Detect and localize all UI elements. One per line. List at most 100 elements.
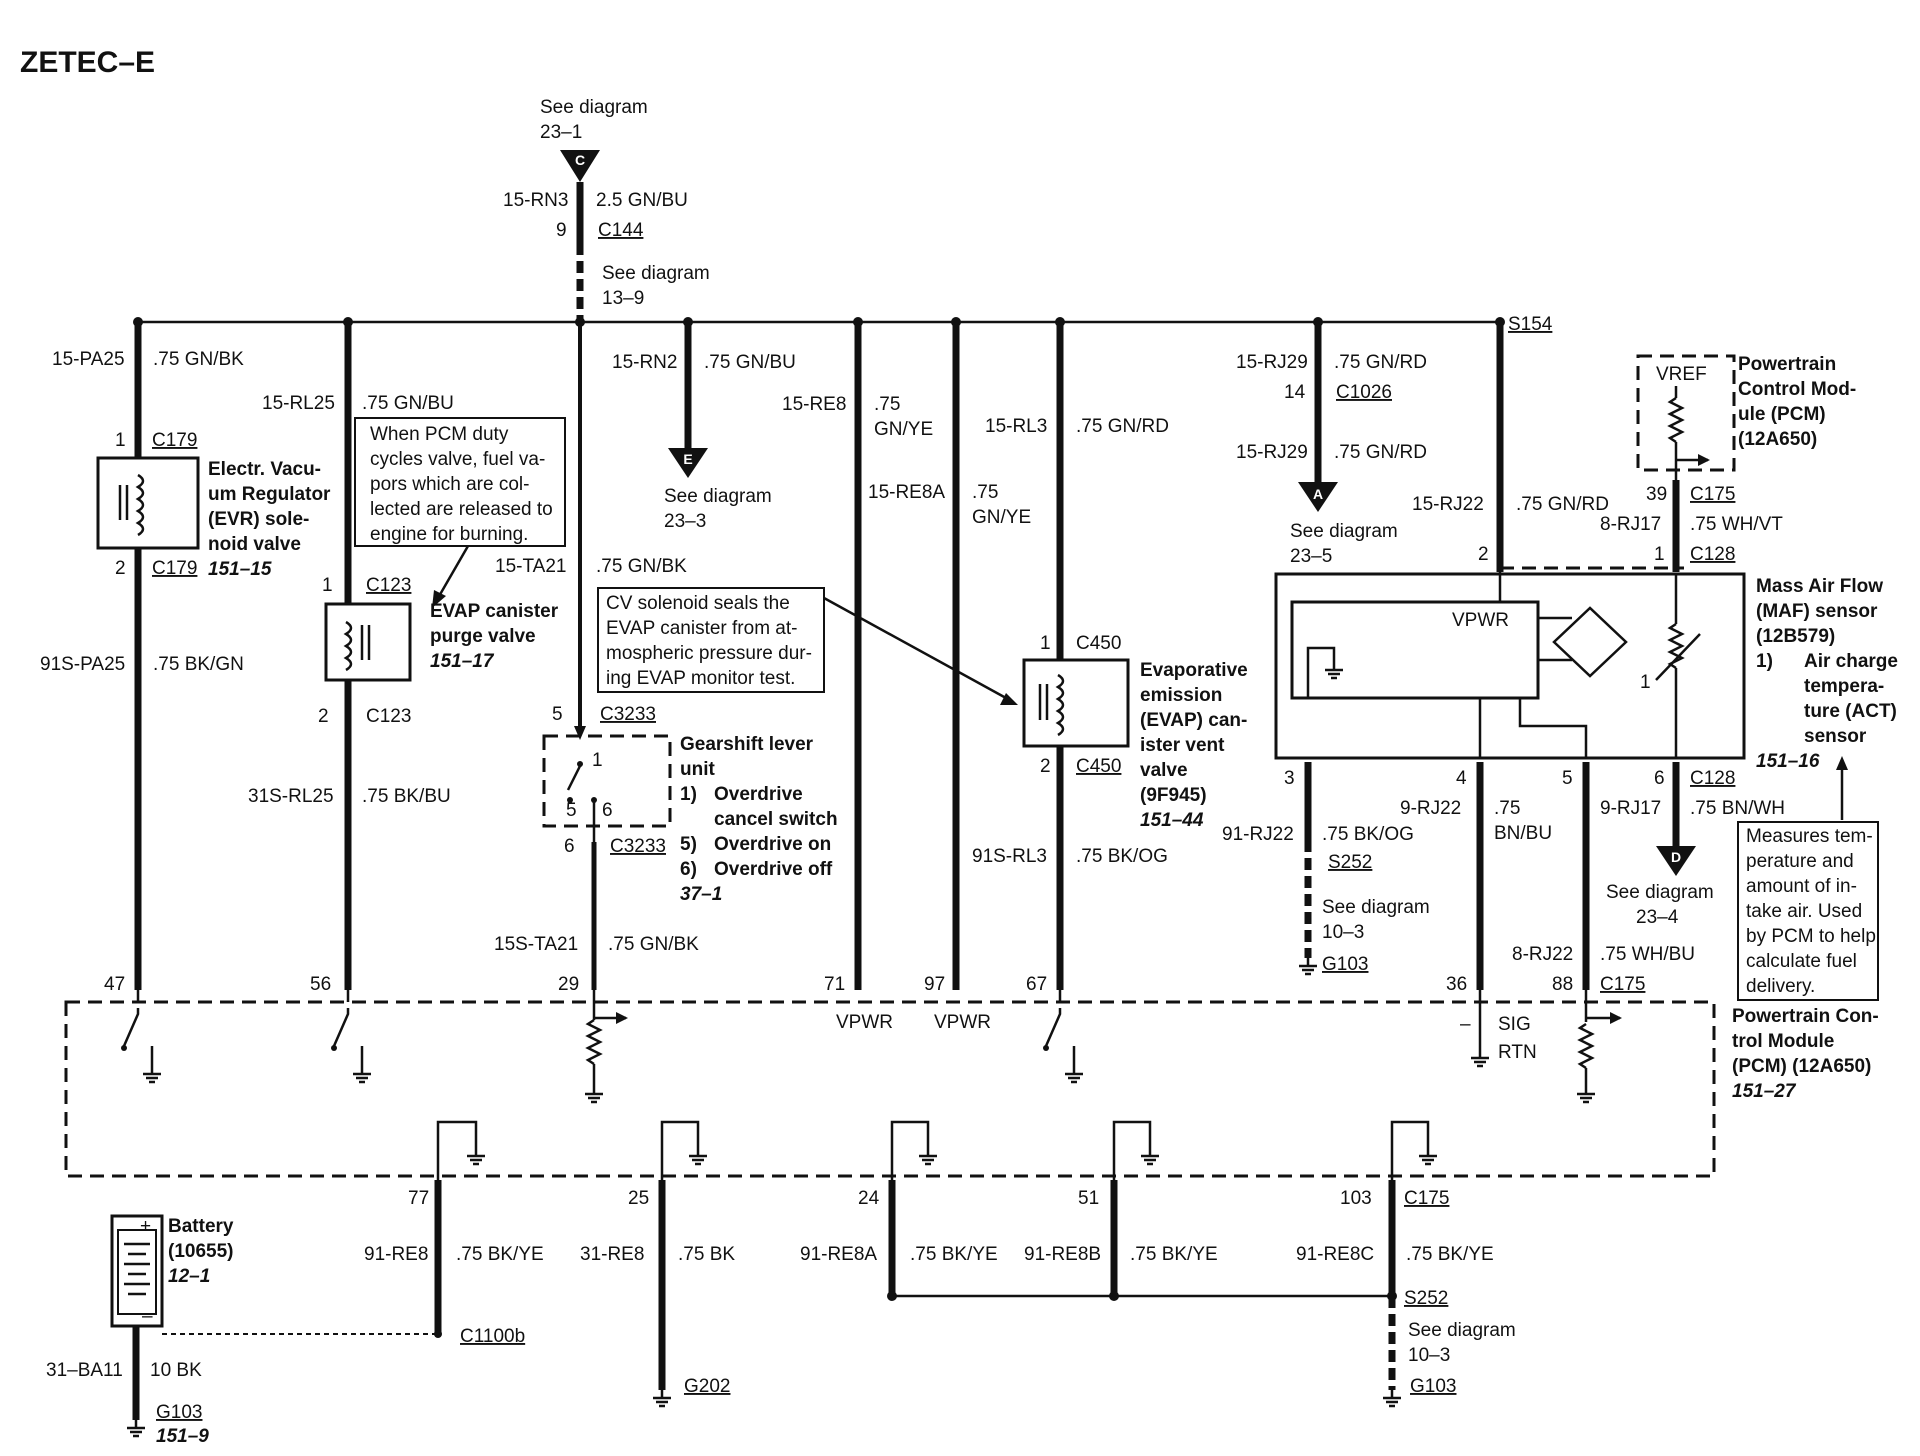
pcm-sig-label: SIG bbox=[1498, 1014, 1531, 1035]
evap-purge-coil-icon bbox=[343, 620, 371, 672]
wire-id-rj17b: 9-RJ17 bbox=[1600, 798, 1661, 819]
wire-id-rj17: 8-RJ17 bbox=[1600, 514, 1661, 535]
connector-c175-mid: C175 bbox=[1600, 974, 1645, 995]
pin-c123-2: 2 bbox=[318, 706, 329, 727]
pcm-pin-67: 67 bbox=[1026, 974, 1047, 995]
pin-c179-1: 1 bbox=[115, 430, 126, 451]
connector-c144: C144 bbox=[598, 220, 644, 241]
battery-minus-sign: – bbox=[142, 1306, 153, 1327]
ref-s252b-line1: See diagram bbox=[1408, 1320, 1516, 1341]
wire-color-re8-line2: GN/YE bbox=[874, 419, 933, 440]
pcm-pin-77: 77 bbox=[408, 1188, 429, 1209]
pcm-main-box bbox=[64, 1000, 1716, 1178]
wire-id-re8f: 91-RE8C bbox=[1296, 1244, 1374, 1265]
maf-rtn-lead bbox=[1518, 698, 1588, 758]
note-act-line6: calculate fuel bbox=[1746, 951, 1857, 972]
wire-id-ta21b: 15S-TA21 bbox=[494, 934, 578, 955]
wire-id-ba11: 31–BA11 bbox=[46, 1360, 123, 1381]
connector-c128-top: C128 bbox=[1690, 544, 1735, 565]
note-cv-solenoid-box bbox=[597, 587, 825, 693]
note-act-box bbox=[1737, 821, 1879, 1001]
note-act-line3: amount of in- bbox=[1746, 876, 1857, 897]
pcm-rtn-ground-icon bbox=[1469, 1048, 1491, 1068]
evr-name-line2: um Regulator bbox=[208, 484, 331, 505]
pcm-pin-47: 47 bbox=[104, 974, 125, 995]
maf-pin-6: 6 bbox=[1654, 768, 1665, 789]
pcm-top-name-line2: Control Mod- bbox=[1738, 379, 1856, 400]
ref-d-line2: 23–4 bbox=[1636, 907, 1679, 928]
wire-color-ta21b: .75 GN/BK bbox=[608, 934, 699, 955]
evr-solenoid-box bbox=[96, 456, 200, 550]
pin-c3233-5: 5 bbox=[552, 704, 563, 725]
wire-color-rl25b: .75 BK/BU bbox=[362, 786, 451, 807]
switch-pin-5: 5 bbox=[566, 800, 577, 821]
pin-c128-2: 2 bbox=[1478, 544, 1489, 565]
connector-c3233-bottom: C3233 bbox=[610, 836, 666, 857]
evap-purge-ref: 151–17 bbox=[430, 651, 495, 672]
maf-name-line2: (MAF) sensor bbox=[1756, 601, 1878, 622]
pin-c450-1: 1 bbox=[1040, 633, 1051, 654]
connector-a-letter: A bbox=[1313, 486, 1323, 502]
pcm-pin-51: 51 bbox=[1078, 1188, 1099, 1209]
wire-color-re8a-line2: GN/YE bbox=[972, 507, 1031, 528]
switch-pin-6: 6 bbox=[602, 800, 613, 821]
note-cv-line3: mospheric pressure dur- bbox=[606, 643, 812, 664]
gearshift-item6-text: Overdrive off bbox=[714, 859, 833, 880]
connector-d-letter: D bbox=[1671, 849, 1681, 865]
note-cv-line4: ing EVAP monitor test. bbox=[606, 668, 795, 689]
pcm-pin-88: 88 bbox=[1552, 974, 1573, 995]
pcm-driver-switch-icon-3 bbox=[1043, 990, 1085, 1084]
pin-c179-2: 2 bbox=[115, 558, 126, 579]
note-cv-line2: EVAP canister from at- bbox=[606, 618, 797, 639]
maf-item-line2: tempera- bbox=[1804, 676, 1884, 697]
pcm-pin-29: 29 bbox=[558, 974, 579, 995]
note-act-line5: by PCM to help bbox=[1746, 926, 1876, 947]
ref-a-line2: 23–5 bbox=[1290, 546, 1332, 567]
wire-color-re8a-line1: .75 bbox=[972, 482, 998, 503]
splice-s252-b: S252 bbox=[1404, 1288, 1448, 1309]
ref-top-line2: 23–1 bbox=[540, 122, 582, 143]
evap-purge-name-line2: purge valve bbox=[430, 626, 536, 647]
pcm-pin-56: 56 bbox=[310, 974, 331, 995]
act-note-arrowhead bbox=[1836, 756, 1848, 770]
wire-id-rj22: 15-RJ22 bbox=[1412, 494, 1484, 515]
evr-name-line1: Electr. Vacu- bbox=[208, 459, 321, 480]
wire-color-rj17: .75 WH/VT bbox=[1690, 514, 1783, 535]
evap-vent-name-line2: emission bbox=[1140, 685, 1222, 706]
evap-vent-coil-icon bbox=[1038, 673, 1065, 737]
pcm-main-name-line1: Powertrain Con- bbox=[1732, 1006, 1879, 1027]
pcm-vref-box bbox=[1636, 354, 1736, 472]
pcm-pin-71: 71 bbox=[824, 974, 845, 995]
pcm-main-name-line3: (PCM) (12A650) bbox=[1732, 1056, 1871, 1077]
connector-c128-bottom: C128 bbox=[1690, 768, 1735, 789]
wire-id-rj29a: 15-RJ29 bbox=[1236, 352, 1308, 373]
note-pcm-duty-line3: pors which are col- bbox=[370, 474, 529, 495]
battery-name-line2: (10655) bbox=[168, 1241, 234, 1262]
evap-vent-name-line5: valve bbox=[1140, 760, 1188, 781]
ref-d-line1: See diagram bbox=[1606, 882, 1714, 903]
note-act-line4: take air. Used bbox=[1746, 901, 1862, 922]
gearshift-ref: 37–1 bbox=[680, 884, 722, 905]
note-cv-arrowhead bbox=[1000, 693, 1018, 705]
wire-color-rj29b: .75 GN/RD bbox=[1334, 442, 1427, 463]
maf-pin-3: 3 bbox=[1284, 768, 1295, 789]
wire-id-re8d: 91-RE8A bbox=[800, 1244, 877, 1265]
pin-c144: 9 bbox=[556, 220, 567, 241]
wire-color-rl25: .75 GN/BU bbox=[362, 393, 454, 414]
evap-vent-ref: 151–44 bbox=[1140, 810, 1204, 831]
evap-vent-name-line6: (9F945) bbox=[1140, 785, 1207, 806]
wire-id-re8e: 91-RE8B bbox=[1024, 1244, 1101, 1265]
gearshift-item6-no: 6) bbox=[680, 859, 697, 880]
pcm-sig-minus: – bbox=[1460, 1014, 1471, 1035]
pin-c123-1: 1 bbox=[322, 575, 333, 596]
evr-ref: 151–15 bbox=[208, 559, 272, 580]
maf-name-line3: (12B579) bbox=[1756, 626, 1835, 647]
connector-d-marker: D bbox=[1656, 846, 1696, 876]
maf-bridge-leads bbox=[1538, 616, 1572, 662]
note-pcm-duty-box bbox=[354, 417, 566, 547]
maf-internal-ground-lead bbox=[1306, 646, 1336, 698]
note-pcm-duty-line5: engine for burning. bbox=[370, 524, 528, 545]
ref-e-line2: 23–3 bbox=[664, 511, 706, 532]
